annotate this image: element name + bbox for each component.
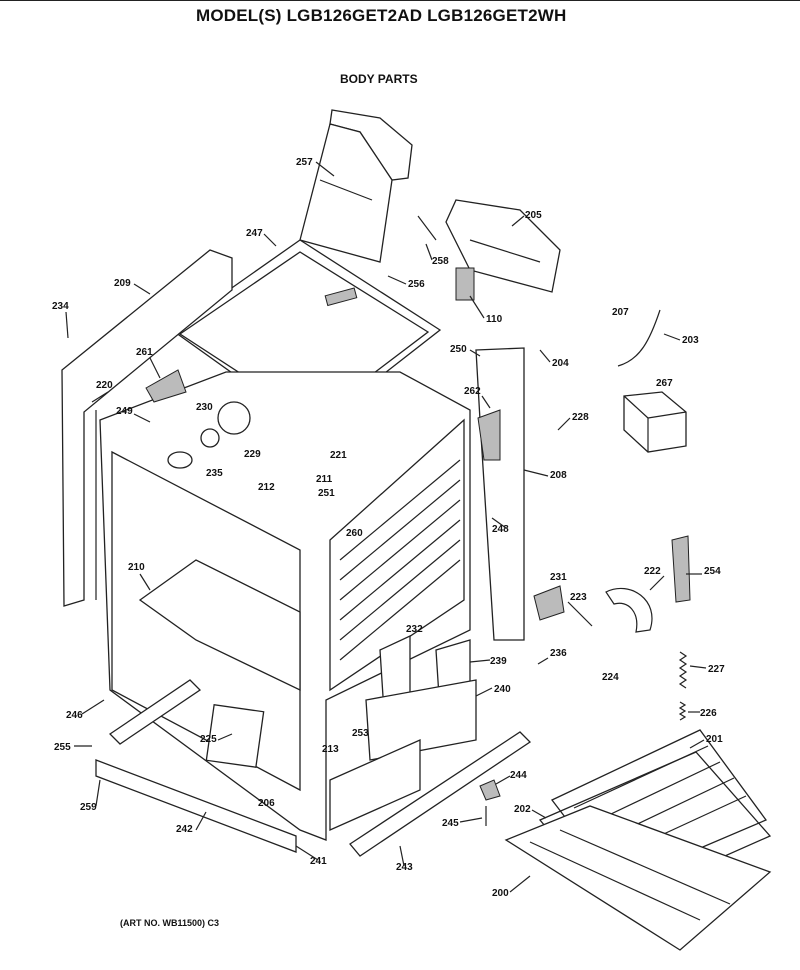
part-label-246: 246 [66, 710, 83, 721]
spring-227 [678, 651, 688, 689]
top-rule [0, 0, 800, 1]
part-label-262: 262 [464, 386, 481, 397]
back-guard-257 [299, 109, 413, 263]
part-label-206: 206 [258, 798, 275, 809]
part-label-259: 259 [80, 802, 97, 813]
part-label-234: 234 [52, 301, 69, 312]
part-label-228: 228 [572, 412, 589, 423]
part-label-223: 223 [570, 592, 587, 603]
part-label-240: 240 [494, 684, 511, 695]
part-label-208: 208 [550, 470, 567, 481]
part-label-243: 243 [396, 862, 413, 873]
part-label-207: 207 [612, 307, 629, 318]
part-label-241: 241 [310, 856, 327, 867]
screw-258 [417, 215, 437, 241]
part-label-232: 232 [406, 624, 423, 635]
part-label-203: 203 [682, 335, 699, 346]
leveler-244 [479, 779, 501, 801]
part-label-248: 248 [492, 524, 509, 535]
part-label-226: 226 [700, 708, 717, 719]
part-label-227: 227 [708, 664, 725, 675]
oven-rack-200 [504, 805, 772, 951]
part-label-231: 231 [550, 572, 567, 583]
bracket-231 [533, 585, 565, 621]
part-label-247: 247 [246, 228, 263, 239]
part-label-110: 110 [486, 314, 503, 325]
part-label-224: 224 [602, 672, 619, 683]
rail-259 [108, 679, 202, 745]
part-label-250: 250 [450, 344, 467, 355]
bracket-262 [477, 409, 501, 461]
part-label-205: 205 [525, 210, 542, 221]
part-label-201: 201 [706, 734, 723, 745]
part-label-256: 256 [408, 279, 425, 290]
range-body [99, 371, 471, 841]
page-title: MODEL(S) LGB126GET2AD LGB126GET2WH [196, 6, 567, 25]
box-267 [623, 391, 687, 453]
bracket-240 [365, 679, 477, 761]
section-title: BODY PARTS [340, 72, 418, 86]
part-label-245: 245 [442, 818, 459, 829]
part-label-244: 244 [510, 770, 527, 781]
part-label-204: 204 [552, 358, 569, 369]
part-label-236: 236 [550, 648, 567, 659]
side-panel-209 [61, 249, 233, 607]
part-label-229: 229 [244, 449, 261, 460]
cord-203 [617, 309, 661, 367]
hinge-222 [605, 587, 653, 633]
part-label-261: 261 [136, 347, 153, 358]
part-label-257: 257 [296, 157, 313, 168]
drawer-front-253 [329, 738, 421, 832]
part-label-267: 267 [656, 378, 673, 389]
part-label-239: 239 [490, 656, 507, 667]
part-label-255: 255 [54, 742, 71, 753]
part-label-230: 230 [196, 402, 213, 413]
spring-226 [678, 701, 687, 721]
rail-243 [349, 731, 532, 857]
part-label-242: 242 [176, 824, 193, 835]
part-label-249: 249 [116, 406, 133, 417]
part-label-254: 254 [704, 566, 721, 577]
hinge-254 [671, 535, 691, 603]
part-label-222: 222 [644, 566, 661, 577]
part-label-209: 209 [114, 278, 131, 289]
part-label-220: 220 [96, 380, 113, 391]
switch-110 [455, 267, 475, 301]
art-number: (ART NO. WB11500) C3 [120, 918, 220, 928]
part-label-253: 253 [352, 728, 369, 739]
bracket-261 [145, 369, 187, 403]
part-label-212: 212 [258, 482, 275, 493]
leader-lines [65, 161, 707, 893]
part-label-225: 225 [200, 734, 217, 745]
part-label-251: 251 [318, 488, 335, 499]
part-label-210: 210 [128, 562, 145, 573]
part-label-202: 202 [514, 804, 531, 815]
part-label-211: 211 [316, 474, 333, 485]
part-label-200: 200 [492, 888, 509, 899]
part-label-235: 235 [206, 468, 223, 479]
part-label-221: 221 [330, 450, 347, 461]
part-label-213: 213 [322, 744, 339, 755]
rail-242 [95, 759, 297, 853]
part-label-258: 258 [432, 256, 449, 267]
part-label-260: 260 [346, 528, 363, 539]
panel-225 [205, 704, 265, 768]
side-panel-208 [475, 347, 525, 641]
